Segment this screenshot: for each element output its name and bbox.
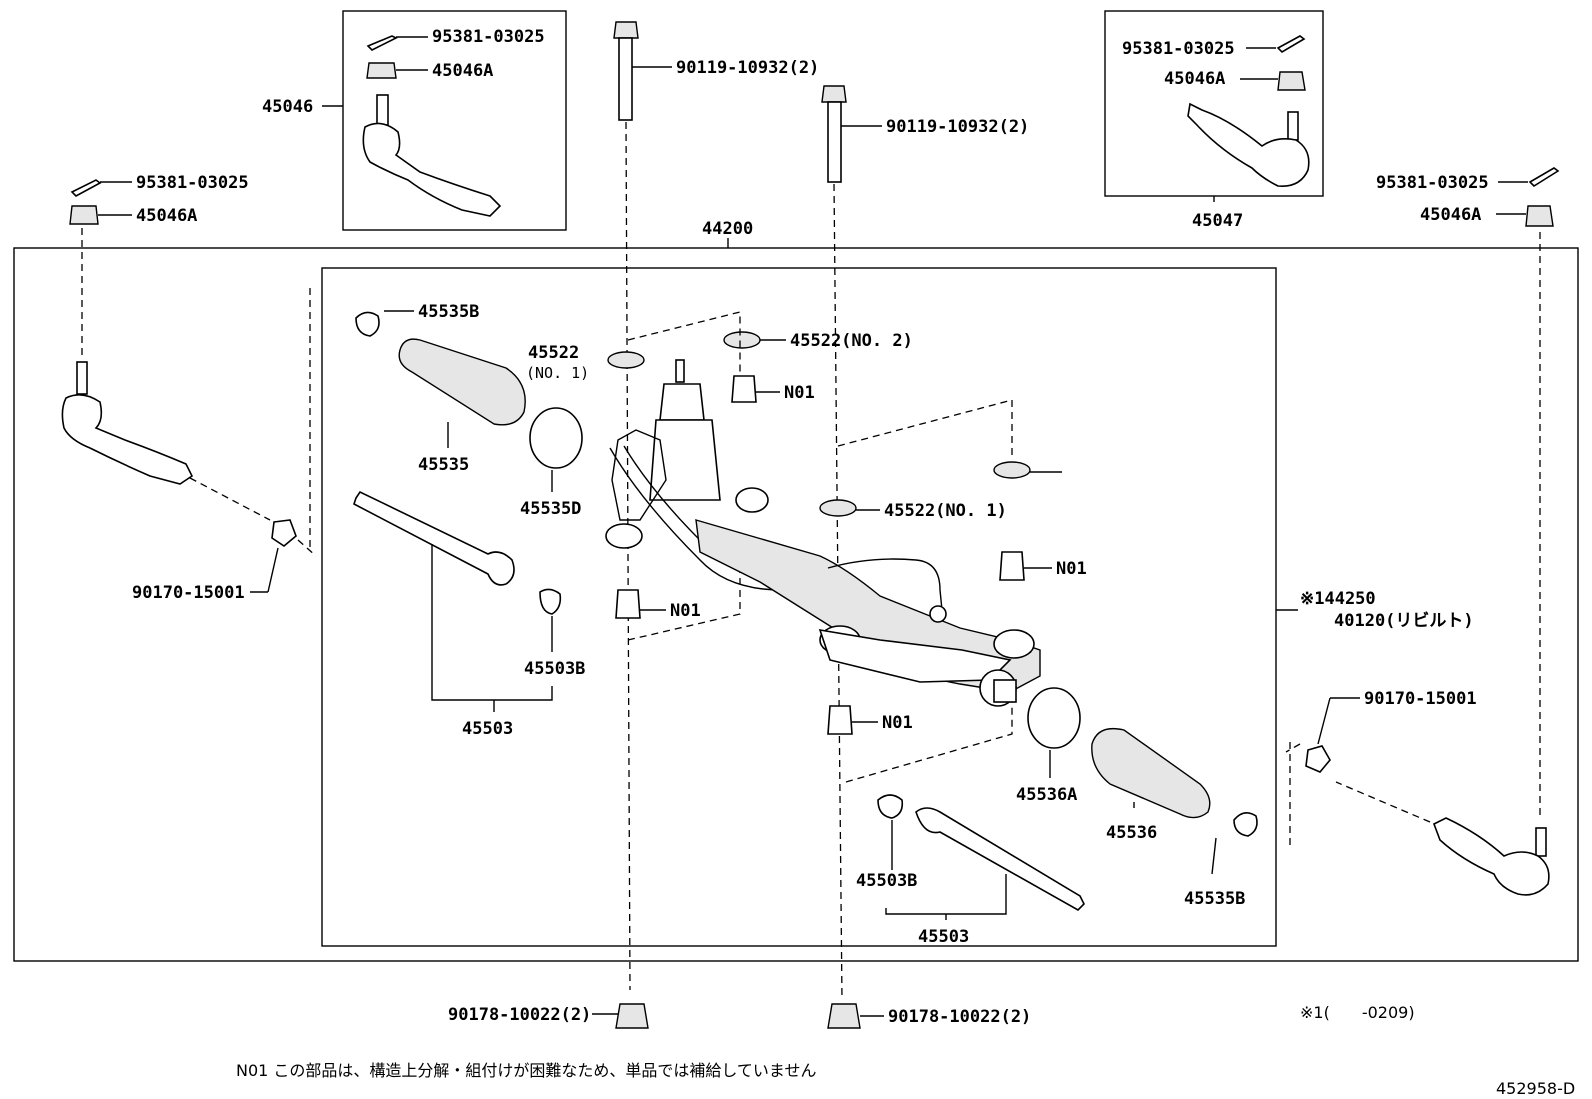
label-45046A-box-left: 45046A [432, 61, 493, 81]
label-95381-03025-left: 95381-03025 [136, 173, 249, 193]
label-n01-c: N01 [1056, 559, 1087, 579]
castle-nut-icon [366, 62, 397, 79]
label-n01-d: N01 [882, 713, 913, 733]
clamp-45535D [529, 407, 583, 469]
mount-n01-d [827, 705, 853, 735]
diagram-code: 452958-D [1496, 1079, 1575, 1098]
label-90170-15001-right: 90170-15001 [1364, 689, 1477, 709]
label-95381-03025-right: 95381-03025 [1376, 173, 1489, 193]
outer-assembly-frame [13, 247, 1579, 962]
inner-rod-45503-left [353, 490, 515, 586]
steering-gear-housing [605, 359, 1041, 707]
tie-rod-end-icon [362, 122, 502, 217]
nut-90170-right [1305, 745, 1331, 773]
clamp-45535B-right [1233, 812, 1258, 837]
bolt-90119-right [827, 101, 842, 183]
nut-90170-left [271, 519, 297, 547]
group-left-outer: 95381-03025 45046A 90170-15001 [61, 173, 317, 603]
mount-n01-a [731, 375, 757, 403]
label-45046: 45046 [262, 97, 313, 117]
cotter-pin-icon [366, 35, 398, 51]
boot-45536 [1091, 727, 1211, 819]
mount-n01-b [615, 589, 641, 619]
tie-rod-end-icon-right-outer [1432, 817, 1550, 896]
label-45503-left: 45503 [462, 719, 513, 739]
label-45536: 45536 [1106, 823, 1157, 843]
label-45535D: 45535D [520, 499, 581, 519]
castle-nut-icon-right [1277, 71, 1306, 91]
washer-45522-no2-top [723, 331, 761, 349]
label-n01-a: N01 [784, 383, 815, 403]
label-45522-no2-top: 45522(NO. 2) [790, 331, 913, 351]
group-bolts-top: 90119-10932(2) 90119-10932(2) [613, 21, 1029, 1001]
label-45046A-left: 45046A [136, 206, 197, 226]
washer-45503B-right [877, 794, 904, 819]
label-95381-03025-box-right: 95381-03025 [1122, 39, 1235, 59]
washer-45522-no1-mid [819, 499, 857, 517]
label-90178-10022-left: 90178-10022(2) [448, 1005, 591, 1025]
label-95381-03025-box-left: 95381-03025 [432, 27, 545, 47]
group-45047: 95381-03025 45046A 45047 [1122, 35, 1310, 231]
label-45535: 45535 [418, 455, 469, 475]
label-45536A: 45536A [1016, 785, 1077, 805]
label-45046A-box-right: 45046A [1164, 69, 1225, 89]
group-left-inner: 45535B 45535 45535D 45503B 45503 [353, 302, 585, 739]
label-144250: ※144250 [1300, 589, 1376, 609]
inner-rod-45503-right [915, 807, 1085, 911]
label-90119-10932-left: 90119-10932(2) [676, 58, 819, 78]
label-90170-15001-left: 90170-15001 [132, 583, 245, 603]
label-40120-rebuilt: 40120(リビルト) [1334, 611, 1474, 631]
tie-rod-end-icon-left [61, 394, 194, 485]
label-45535B-left: 45535B [418, 302, 479, 322]
group-bottom-nuts: 90178-10022(2) 90178-10022(2) [448, 1003, 1031, 1029]
inner-rack-frame [321, 267, 1277, 947]
label-no1-text: (NO. 1) [526, 364, 589, 382]
washer-45503B-left [539, 588, 562, 615]
clamp-45535B-left [355, 311, 380, 337]
group-right-outer: 95381-03025 45046A 90170-15001 [1285, 167, 1560, 896]
boot-45535 [398, 338, 526, 426]
note-period-1: ※1( -0209) [1300, 1003, 1415, 1022]
flange-nut-right [827, 1003, 861, 1029]
tie-rod-end-icon-right [1187, 102, 1310, 187]
clamp-45536A [1027, 687, 1081, 749]
stud-icon [376, 94, 389, 126]
label-n01-b: N01 [670, 601, 701, 621]
label-45522-no1-top: 45522 [528, 343, 579, 363]
washer-45522-no2-right [993, 461, 1031, 479]
group-45046: 95381-03025 45046A 45046 [262, 27, 545, 217]
label-44200: 44200 [702, 219, 753, 239]
bolt-90119-left [618, 37, 633, 121]
group-mounts: 45522 (NO. 1) 45522(NO. 2) N01 N01 45522… [526, 311, 1087, 783]
label-45046A-right: 45046A [1420, 205, 1481, 225]
cotter-pin-icon-right [1276, 35, 1306, 54]
box-45046 [342, 10, 567, 231]
label-45503B-left: 45503B [524, 659, 585, 679]
group-right-inner: 45536A 45536 45535B 45503B 45503 [856, 687, 1258, 947]
washer-45522-no1-top [607, 351, 645, 369]
label-45503B-right: 45503B [856, 871, 917, 891]
label-45535B-right: 45535B [1184, 889, 1245, 909]
flange-nut-left [615, 1003, 649, 1029]
label-45503-right: 45503 [918, 927, 969, 947]
footnote-n01: N01 この部品は、構造上分解・組付けが困難なため、単品では補給していません [236, 1061, 816, 1080]
label-45522-no1-mid: 45522(NO. 1) [884, 501, 1007, 521]
label-90119-10932-right: 90119-10932(2) [886, 117, 1029, 137]
label-45047: 45047 [1192, 211, 1243, 231]
mount-n01-c [999, 551, 1025, 581]
label-90178-10022-right: 90178-10022(2) [888, 1007, 1031, 1027]
stud-icon-right [1287, 111, 1299, 141]
